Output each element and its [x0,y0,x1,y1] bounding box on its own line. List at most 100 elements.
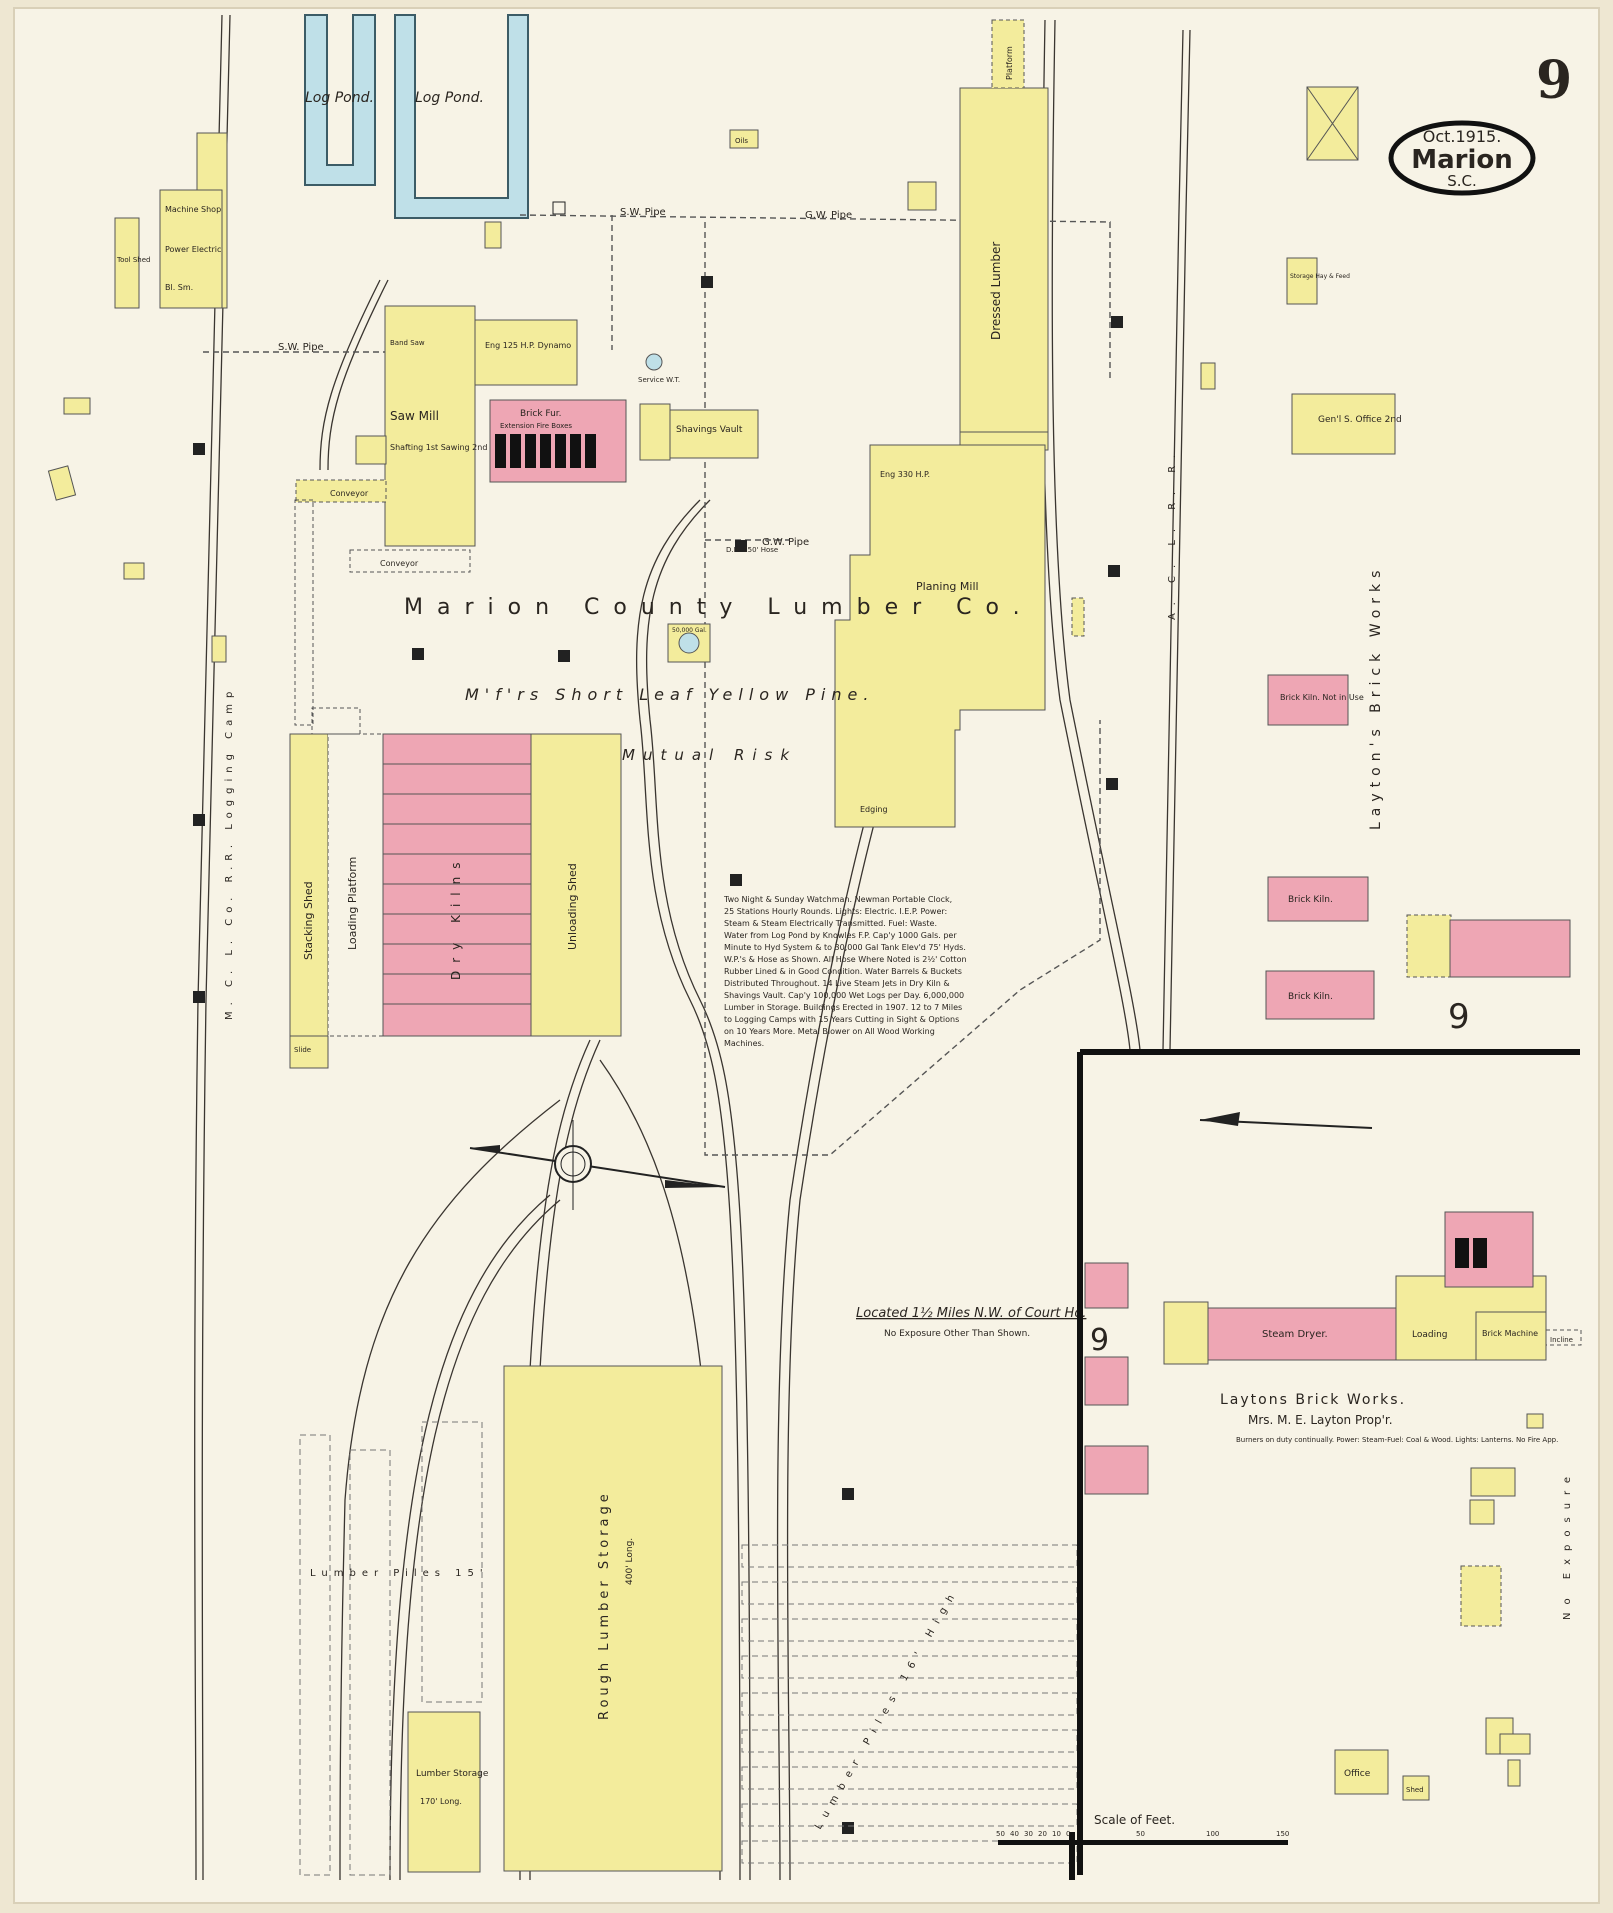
scale-tick-label: 20 [1038,1830,1047,1838]
engine-330-label: Eng 330 H.P. [880,470,930,479]
oils-label: Oils [735,137,748,145]
scale-tick-label: 50 [996,1830,1005,1838]
shingle-mill-building [355,435,387,465]
band-saw-label: Band Saw [390,339,425,347]
watchman-note: Two Night & Sunday Watchman. Newman Port… [723,895,967,1048]
scale-tick-label: 40 [1010,1830,1019,1838]
sheet-number: 9 [1536,50,1572,111]
gw-pipe-label-2: G.W. Pipe [762,537,809,548]
laytons-note: Burners on duty continually. Power: Stea… [1236,1436,1558,1444]
sheet-city: Marion [1411,145,1513,175]
loading-platform-structure [327,733,384,1037]
platform-label: Platform [1005,46,1014,80]
engine-dynamo-label: Eng 125 H.P. Dynamo [485,341,571,350]
note-line-4: Water from Log Pond by Knowles F.P. Cap'… [724,931,957,940]
small-building-6 [484,221,502,249]
log-pond-1-label: Log Pond. [305,90,374,106]
note-line-8: Distributed Throughout. 14 Live Steam Je… [724,979,950,988]
note-line-11: to Logging Camps with 15 Years Cutting i… [724,1015,959,1024]
title-cartouche [1388,120,1536,196]
gw-pipe-label: G.W. Pipe [805,210,852,221]
sw-pipe-label-2: S.W. Pipe [620,207,666,218]
brick-kiln-e-label: Brick Kiln. [1288,992,1333,1002]
tool-shed-label: Tool Shed [116,256,150,264]
laytons-shed-label: Shed [1406,1786,1424,1794]
conveyor-structure [295,479,387,503]
north-arrow-head [1200,1112,1240,1126]
laytons-blacksmith [1470,1467,1516,1497]
dry-kiln-divisions [383,763,531,1005]
shavings-vault-label: Shavings Vault [676,425,743,435]
shed-right [1406,914,1452,978]
slide-structure [289,1035,329,1069]
tank-label: 50,000 Gal. [672,627,707,634]
laytons-office-building [1334,1749,1389,1795]
machine-shop-label: Machine Shop [165,205,221,214]
note-line-2: 25 Stations Hourly Rounds. Lights: Elect… [724,907,947,916]
kiln-inset-1 [1084,1262,1129,1309]
water-tank [678,632,700,654]
brick-machine-label: Brick Machine [1482,1329,1538,1338]
dry-kilns-building [382,733,532,1037]
platform-structure-2 [311,707,361,735]
fire-boxes-label: Extension Fire Boxes [500,422,572,430]
engine-room-building [474,319,578,386]
laytons-small-3 [1499,1733,1531,1755]
bl-sm-label: Bl. Sm. [165,283,193,292]
kiln-inset-3 [1084,1445,1149,1495]
loading-platform-label: Loading Platform [346,857,359,950]
note-line-7: Rubber Lined & in Good Condition. Water … [724,967,962,976]
note-line-6: W.P.'s & Hose as Shown. All Hose Where N… [724,955,967,964]
edging-label: Edging [860,805,888,814]
small-building-4 [211,635,227,663]
laytons-fire-box-1 [1455,1238,1469,1268]
oils-building [729,129,759,149]
no-exposure-label: No Exposure Other Than Shown. [884,1329,1030,1339]
service-water-tank [645,353,663,371]
laytons-shed-left [1163,1301,1209,1365]
map-sheet [13,7,1600,1904]
power-electric-label: Power Electric [165,245,221,254]
note-line-13: Machines. [724,1039,764,1048]
scale-tick-label: 0 [1066,1830,1070,1838]
service-wt-label: Service W.T. [638,376,680,384]
loading-label: Loading [1412,1330,1448,1340]
storage-building [1286,257,1318,305]
shafting-label: Shafting 1st Sawing 2nd [390,443,487,452]
planing-mill-label: Planing Mill [916,580,979,593]
note-line-3: Steam & Steam Electrically Transmitted. … [724,919,937,928]
water-tank-structure [667,623,711,663]
rough-lumber-storage [503,1365,723,1872]
log-pond-1 [304,14,376,186]
small-building-1 [63,397,91,415]
company-product: M'f'rs Short Leaf Yellow Pine. [465,685,874,704]
conveyor-label-2: Conveyor [380,559,419,568]
dry-kilns-label: Dry Kilns [449,855,463,980]
kiln-right [1449,919,1571,978]
small-building-3 [123,562,145,580]
laytons-vault [1469,1499,1495,1525]
small-building-8 [1071,597,1085,637]
dressed-lumber-building [959,87,1049,439]
brick-kiln-d-label: Brick Kiln. [1288,895,1333,905]
storage-label: Storage Hay & Feed [1290,273,1350,280]
note-line-1: Two Night & Sunday Watchman. Newman Port… [723,895,952,904]
scale-tick-label: 100 [1206,1830,1219,1838]
conveyor-structure-3 [349,549,471,573]
scale-tick-label: 50 [1136,1830,1145,1838]
tool-shed-building [114,217,140,309]
incline-structure [1545,1329,1582,1346]
scale-tick-label: 10 [1052,1830,1061,1838]
laytons-brick-works-side-label: Layton's Brick Works [1368,565,1384,830]
engine-50-building [639,403,671,461]
acl-rr-label: A. C. L. R. R. [1167,447,1178,620]
lumber-piles-label: Lumber Piles 15' [310,1568,489,1579]
rough-lumber-long-label: 400' Long. [625,1538,635,1585]
saw-mill-label: Saw Mill [390,409,439,423]
unloading-shed-label: Unloading Shed [566,863,579,950]
unloading-shed-building [530,733,622,1037]
steam-dryer-label: Steam Dryer. [1262,1329,1328,1340]
hydrants [193,201,1123,1834]
steam-dryer-building [1207,1307,1397,1361]
